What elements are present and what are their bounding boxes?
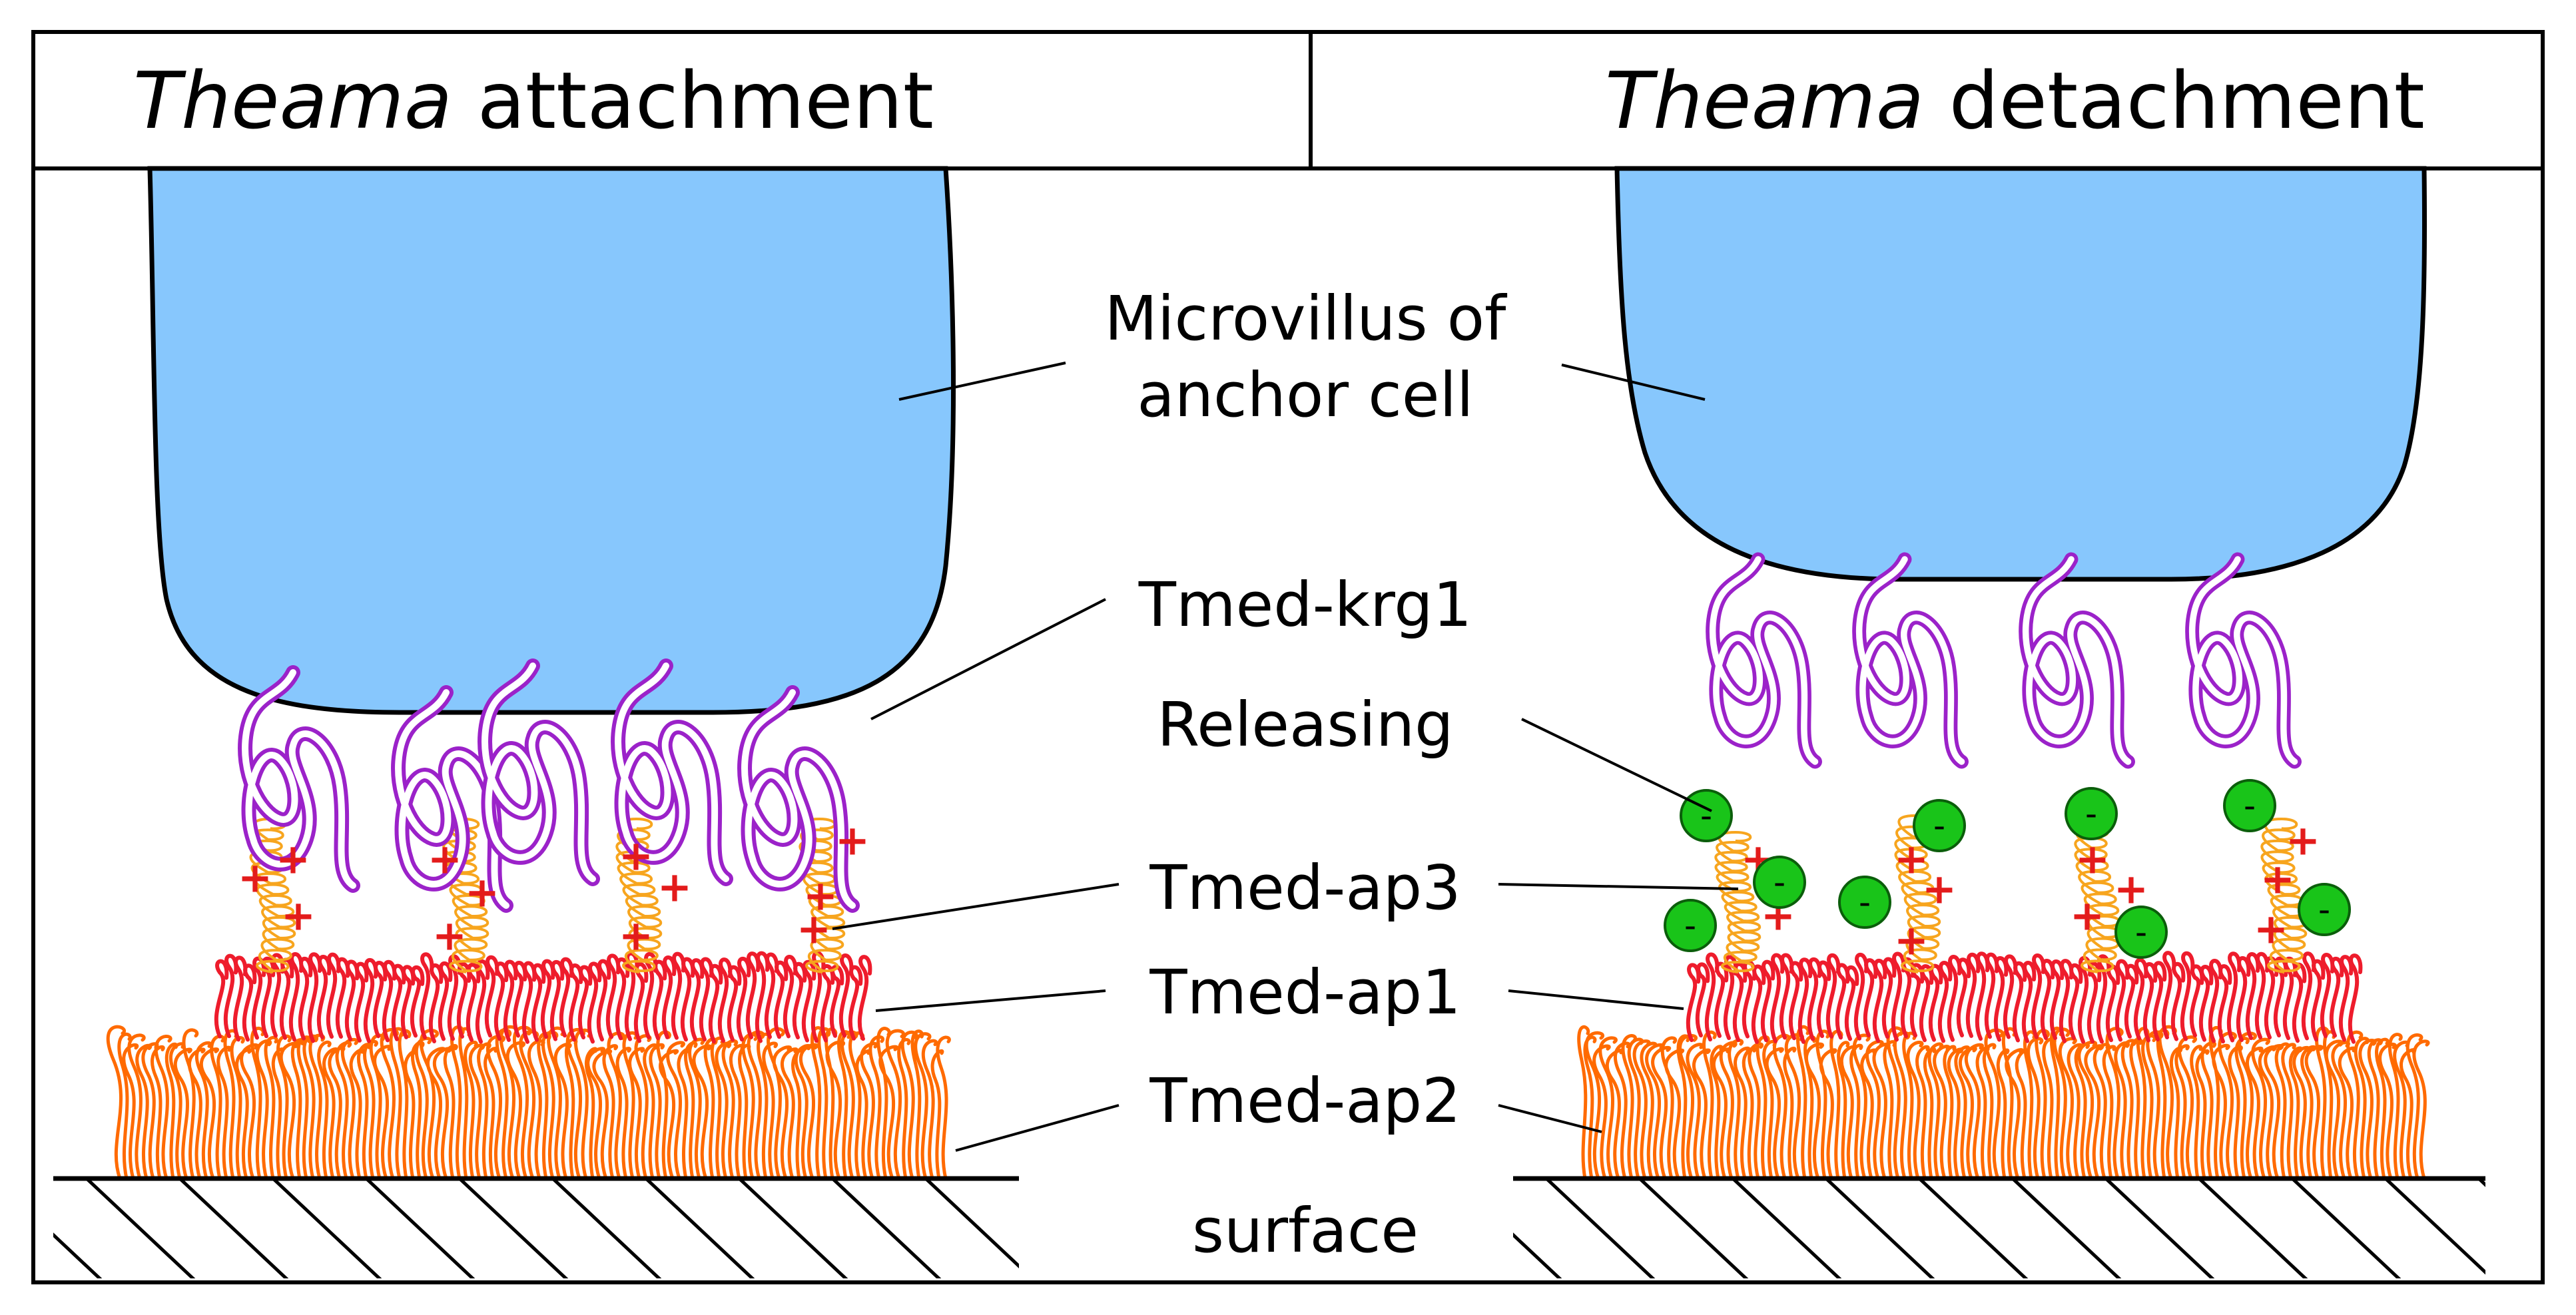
microvillus-right [1614, 166, 2427, 582]
positive-charge-6: + [432, 912, 467, 960]
releasing-ball-4: - [1838, 876, 1891, 929]
positive-charge-8: + [657, 863, 692, 912]
krg1-left-4 [611, 658, 733, 886]
positive-charge-7: + [619, 832, 653, 880]
leader-ap1 [875, 989, 1106, 1012]
tmed-ap2-strands [106, 1025, 951, 1181]
positive-charge-2: + [276, 835, 310, 884]
leader-lines [832, 362, 1739, 1152]
tmed-krg1-layer [238, 552, 2302, 913]
releasing-ball-8: - [2223, 779, 2276, 832]
positive-charge-18: + [2075, 835, 2110, 884]
leader-microvillus-left [898, 362, 1066, 401]
tmed-ap2-strands [1577, 1025, 2430, 1181]
releasing-ball-9: - [2298, 883, 2351, 936]
svg-text:-: - [2318, 890, 2330, 929]
positive-charge-4: + [428, 835, 462, 884]
positive-charge-17: + [1894, 916, 1929, 965]
releasing-ball-1: - [1680, 789, 1733, 842]
leader-ap2 [955, 1104, 1120, 1152]
krg1-right-4 [2185, 552, 2302, 769]
krg1-left-3 [478, 658, 600, 886]
tmed-ap1-strands [214, 951, 872, 1044]
krg1-right-3 [2019, 552, 2135, 769]
releasing-ball-2: - [1753, 856, 1806, 909]
header-left-title: Theama attachment [133, 55, 934, 146]
svg-text:-: - [2135, 913, 2147, 951]
krg1-right-1 [1706, 552, 1822, 769]
leader-ap1-right [1508, 989, 1684, 1010]
svg-text:-: - [1773, 863, 1785, 902]
positive-charge-16: + [1922, 865, 1957, 914]
label-releasing: Releasing [1157, 689, 1453, 760]
positive-charge-9: + [619, 912, 653, 960]
svg-text:-: - [1684, 906, 1696, 945]
label-microvillus-line2: anchor cell [1137, 360, 1473, 431]
label-microvillus-line1: Microvillus of [1105, 283, 1508, 354]
ap3-spring-right-1 [1714, 830, 1761, 973]
label-tmed-ap3: Tmed-ap3 [1149, 852, 1460, 923]
ap3-spring-left-3 [615, 817, 662, 973]
leader-ap3 [832, 883, 1120, 930]
label-tmed-krg1: Tmed-krg1 [1138, 569, 1472, 641]
tmed-ap2-layer [106, 1025, 2430, 1181]
leader-ap2-right [1498, 1104, 1602, 1133]
krg1-left-1 [238, 665, 360, 893]
releasing-ball-6: - [2065, 787, 2118, 840]
leader-microvillus-right [1561, 364, 1706, 401]
surface-left [53, 1176, 1019, 1278]
positive-charge-10: + [835, 816, 870, 865]
positive-charge-23: + [2254, 905, 2288, 953]
label-surface: surface [1192, 1195, 1419, 1266]
surface-right [1513, 1176, 2485, 1278]
ap3-spring-left-4 [799, 817, 845, 973]
leader-ap3-right [1498, 883, 1739, 890]
svg-text:-: - [1859, 883, 1871, 921]
ap3-spring-right-4 [2260, 817, 2307, 973]
positive-charge-5: + [465, 868, 499, 917]
positive-charge-11: + [803, 872, 838, 920]
positive-charge-3: + [281, 892, 316, 940]
positive-charge-22: + [2286, 816, 2320, 865]
positive-charge-12: + [797, 905, 831, 953]
positive-charge-21: + [2260, 855, 2295, 904]
charge-layer: +++++++++++++++++++++++--------- [238, 779, 2351, 965]
releasing-ball-5: - [1913, 799, 1966, 852]
microvillus-left [147, 166, 956, 715]
label-tmed-ap1: Tmed-ap1 [1149, 957, 1460, 1028]
ap3-spring-left-1 [249, 817, 296, 973]
positive-charge-1: + [238, 854, 272, 902]
krg1-right-2 [1852, 552, 1969, 769]
positive-charge-20: + [2070, 892, 2104, 940]
krg1-left-5 [737, 685, 860, 913]
positive-charge-19: + [2114, 865, 2148, 914]
releasing-ball-3: - [1664, 899, 1717, 952]
leader-krg1 [870, 598, 1106, 720]
svg-text:-: - [1933, 806, 1945, 845]
svg-text:-: - [1700, 796, 1712, 835]
svg-text:-: - [2244, 786, 2256, 825]
svg-text:-: - [2085, 794, 2097, 833]
label-tmed-ap2: Tmed-ap2 [1149, 1065, 1460, 1137]
leader-releasing [1521, 718, 1712, 812]
header-right-title: Theama detachment [1605, 55, 2425, 146]
releasing-ball-7: - [2114, 906, 2168, 959]
